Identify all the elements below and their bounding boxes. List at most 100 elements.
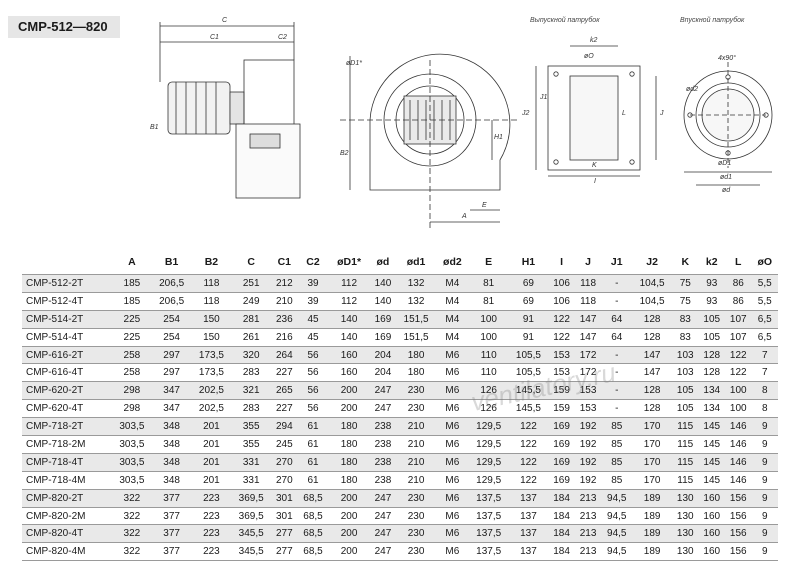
value-cell: 160 bbox=[703, 546, 721, 558]
value-cell: 8 bbox=[761, 385, 768, 397]
value-cell: 169 bbox=[374, 313, 392, 325]
value-cell: 129,5 bbox=[476, 456, 502, 468]
value-cell: 270 bbox=[275, 474, 293, 486]
value-cell: 122 bbox=[520, 456, 537, 468]
value-cell: 261 bbox=[242, 331, 260, 343]
value-cell: 106 bbox=[553, 277, 570, 289]
column-header: ød1 bbox=[406, 256, 426, 268]
column-header: A bbox=[128, 256, 136, 268]
value-cell: 94,5 bbox=[607, 492, 627, 504]
value-cell: 115 bbox=[677, 438, 694, 450]
model-cell: CMP-620-2T bbox=[26, 385, 84, 397]
value-cell: M6 bbox=[445, 528, 460, 540]
value-cell: 322 bbox=[123, 510, 141, 522]
value-cell: 100 bbox=[480, 313, 497, 325]
value-cell: 213 bbox=[579, 546, 597, 558]
value-cell: 86 bbox=[732, 295, 744, 307]
value-cell: 137 bbox=[520, 492, 537, 504]
value-cell: 56 bbox=[307, 367, 319, 379]
value-cell: M6 bbox=[445, 510, 460, 522]
front-view-drawing bbox=[340, 53, 520, 230]
value-cell: 160 bbox=[703, 528, 721, 540]
value-cell: 201 bbox=[203, 421, 220, 433]
value-cell: 140 bbox=[374, 295, 392, 307]
value-cell: 202,5 bbox=[198, 385, 224, 397]
value-cell: 180 bbox=[340, 474, 358, 486]
column-header: J1 bbox=[610, 256, 623, 268]
value-cell: 200 bbox=[340, 528, 358, 540]
value-cell: 132 bbox=[407, 295, 425, 307]
value-cell: 69 bbox=[522, 295, 534, 307]
value-cell: 169 bbox=[553, 456, 570, 468]
dim-label-a: A bbox=[462, 213, 467, 220]
value-cell: 265 bbox=[275, 385, 293, 397]
value-cell: 61 bbox=[307, 438, 319, 450]
value-cell: 270 bbox=[275, 456, 293, 468]
value-cell: 128 bbox=[643, 313, 661, 325]
value-cell: 192 bbox=[579, 421, 597, 433]
value-cell: 93 bbox=[706, 295, 718, 307]
value-cell: 369,5 bbox=[238, 492, 264, 504]
dim-label-dd1: ød1 bbox=[720, 174, 733, 181]
value-cell: 130 bbox=[676, 528, 694, 540]
value-cell: 8 bbox=[761, 403, 768, 415]
value-cell: 85 bbox=[611, 438, 623, 450]
dim-label-l: L bbox=[622, 110, 626, 117]
value-cell: 6,5 bbox=[757, 331, 772, 343]
value-cell: 118 bbox=[580, 277, 597, 289]
value-cell: 169 bbox=[553, 421, 570, 433]
technical-drawings: Выпускной патрубок Впускной патрубок C C… bbox=[0, 0, 800, 245]
value-cell: 100 bbox=[729, 385, 747, 397]
dim-label-b1: B1 bbox=[150, 124, 159, 131]
value-cell: 151,5 bbox=[403, 313, 429, 325]
value-cell: 86 bbox=[732, 277, 744, 289]
inlet-caption: Впускной патрубок bbox=[680, 17, 745, 24]
value-cell: 64 bbox=[611, 313, 623, 325]
dim-label-j1: J1 bbox=[540, 94, 548, 101]
column-header: J2 bbox=[646, 256, 658, 268]
value-cell: 56 bbox=[307, 349, 319, 361]
value-cell: M6 bbox=[445, 421, 460, 433]
value-cell: 189 bbox=[643, 492, 661, 504]
value-cell: 115 bbox=[677, 474, 694, 486]
value-cell: 200 bbox=[340, 403, 358, 415]
value-cell: 345,5 bbox=[238, 546, 264, 558]
value-cell: 151,5 bbox=[403, 331, 429, 343]
value-cell: 153 bbox=[579, 385, 597, 397]
value-cell: 83 bbox=[679, 331, 691, 343]
column-header: B2 bbox=[204, 256, 219, 268]
value-cell: 134 bbox=[703, 403, 721, 415]
series-title: CMP-512—820 bbox=[8, 16, 120, 38]
column-header: C2 bbox=[306, 256, 320, 268]
value-cell: 9 bbox=[761, 474, 768, 486]
value-cell: 147 bbox=[643, 367, 661, 379]
value-cell: 118 bbox=[203, 295, 220, 307]
value-cell: 247 bbox=[374, 546, 392, 558]
fan-drawing-svg bbox=[159, 22, 773, 230]
value-cell: 160 bbox=[703, 492, 721, 504]
value-cell: 184 bbox=[553, 492, 570, 504]
dim-label-b2: B2 bbox=[340, 150, 349, 157]
dim-label-h1: H1 bbox=[494, 134, 503, 141]
value-cell: 129,5 bbox=[476, 438, 502, 450]
value-cell: 230 bbox=[407, 546, 425, 558]
value-cell: 320 bbox=[242, 349, 260, 361]
value-cell: 206,5 bbox=[159, 295, 185, 307]
value-cell: 200 bbox=[340, 385, 358, 397]
value-cell: 184 bbox=[553, 528, 570, 540]
value-cell: 145 bbox=[703, 474, 721, 486]
model-cell: CMP-616-4T bbox=[26, 367, 84, 379]
value-cell: 128 bbox=[703, 349, 721, 361]
value-cell: 85 bbox=[611, 421, 623, 433]
dim-label-dd: ød bbox=[722, 187, 731, 194]
value-cell: 128 bbox=[703, 367, 721, 379]
value-cell: 130 bbox=[676, 510, 694, 522]
value-cell: 185 bbox=[123, 277, 141, 289]
